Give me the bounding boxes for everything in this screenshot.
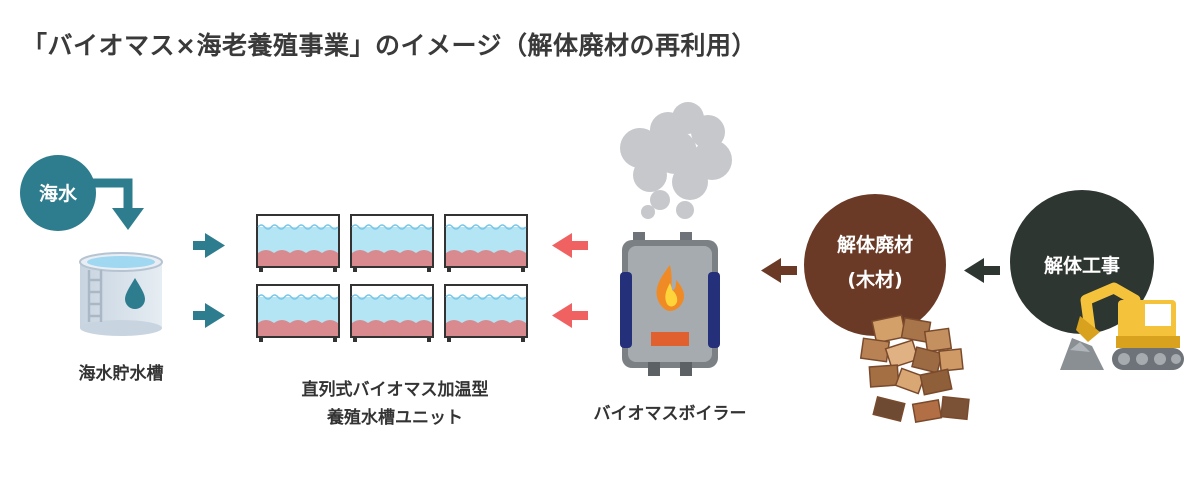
aquaculture-tank: [256, 214, 340, 272]
smoke-icon: [620, 102, 732, 219]
red-arrow-upper: [552, 233, 588, 258]
water-drop-icon: [125, 278, 145, 309]
demolition-label: 解体工事: [1043, 255, 1120, 277]
brown-arrow: [761, 258, 797, 283]
page-title: 「バイオマス×海老養殖事業」のイメージ（解体廃材の再利用）: [22, 31, 757, 60]
seawater-label: 海水: [38, 183, 77, 205]
red-arrow-lower: [552, 303, 588, 328]
aquaculture-tank: [444, 214, 528, 272]
tank-unit-label-line2: 養殖水槽ユニット: [327, 408, 463, 428]
teal-arrow-upper: [193, 233, 225, 258]
waste-label-line2: (木材): [847, 269, 903, 291]
excavator-icon: [1060, 282, 1184, 370]
waste-label-line1: 解体廃材: [836, 234, 913, 256]
seawater-node: [20, 155, 144, 231]
waste-wood-circle: [804, 194, 946, 336]
wood-pile-icon: [859, 314, 970, 423]
demolition-circle: [1010, 190, 1154, 334]
aquaculture-tank: [444, 284, 528, 342]
aquaculture-tank: [256, 284, 340, 342]
seawater-tank-icon: [79, 252, 163, 336]
seawater-tank-label: 海水貯水槽: [78, 364, 164, 384]
teal-arrow-lower: [193, 303, 225, 328]
aquaculture-tank: [350, 284, 434, 342]
fire-icon: [656, 265, 684, 311]
aquaculture-tank: [350, 214, 434, 272]
tank-unit-label-line1: 直列式バイオマス加温型: [301, 380, 489, 400]
boiler-label: バイオマスボイラー: [593, 404, 747, 424]
dark-arrow: [964, 258, 1000, 283]
aquaculture-tank-grid: [256, 214, 528, 342]
